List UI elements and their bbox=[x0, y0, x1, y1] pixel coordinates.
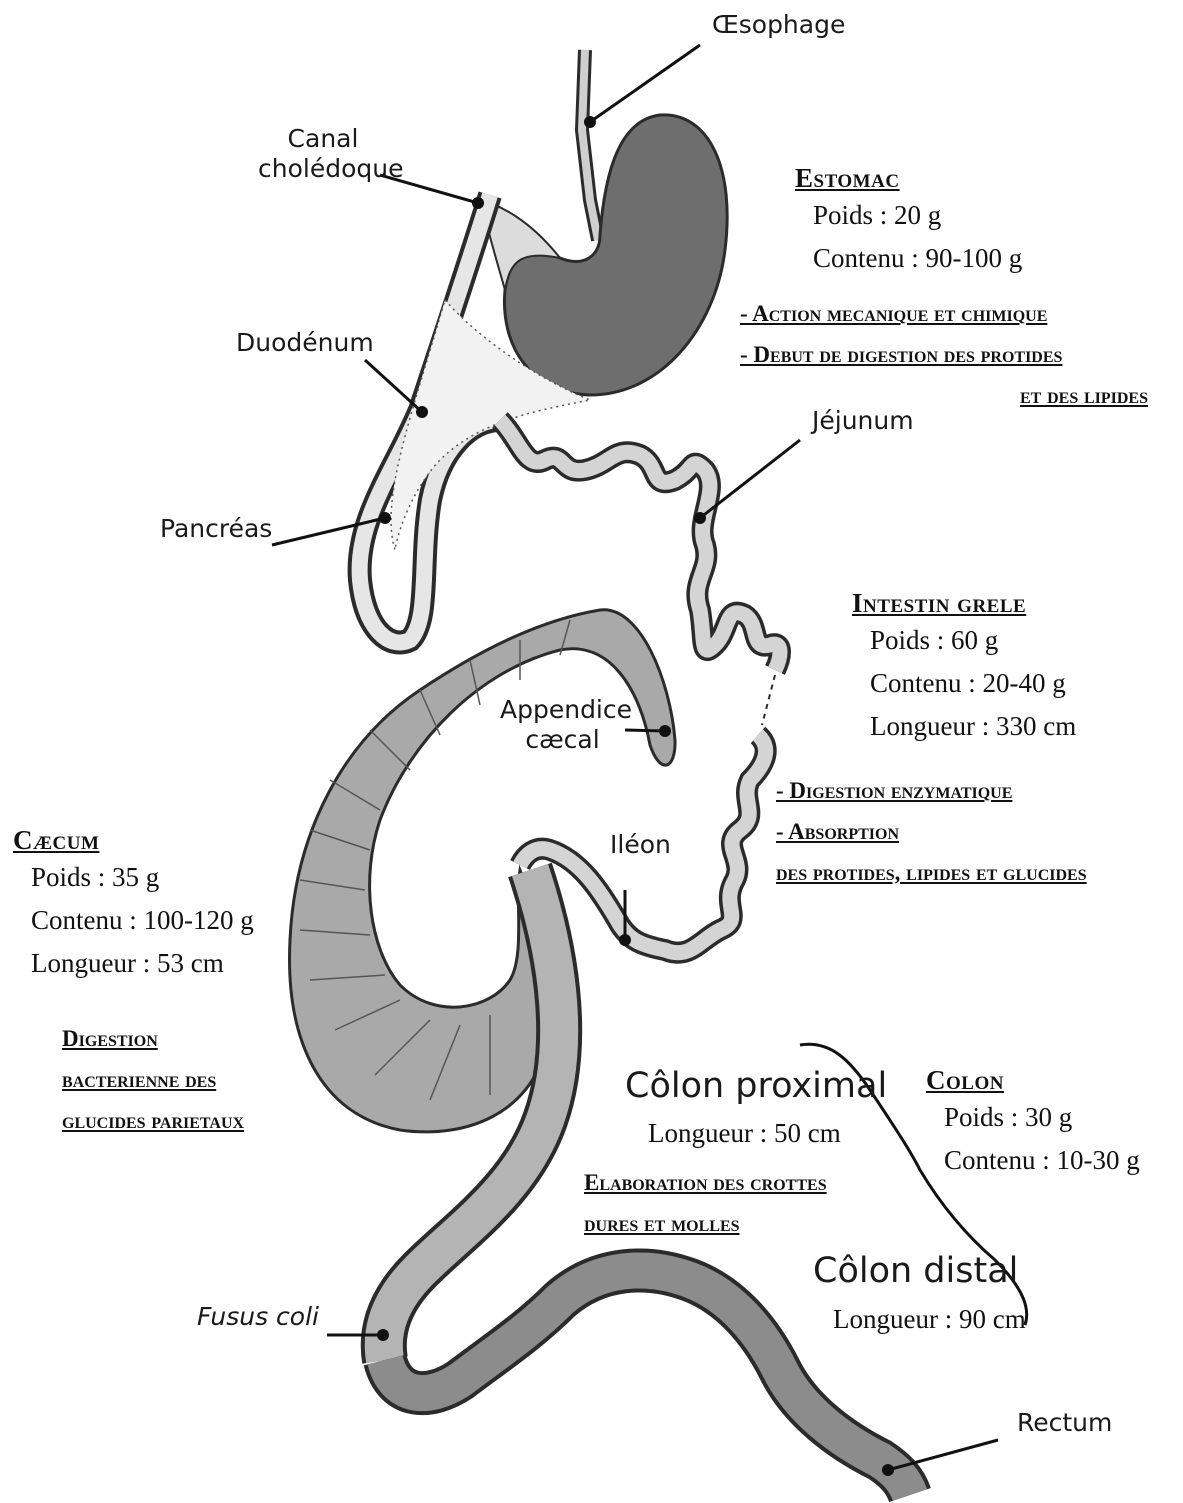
estomac-role2: - Debut de digestion des protides bbox=[740, 334, 1148, 375]
caecum-title: Cæcum bbox=[13, 825, 254, 856]
estomac-role1: - Action mecanique et chimique bbox=[740, 293, 1148, 334]
label-canal-line2: cholédoque bbox=[258, 154, 403, 183]
colon-role1: Elaboration des crottes bbox=[584, 1162, 827, 1203]
label-canal-choledoque: Canal cholédoque bbox=[258, 124, 388, 184]
colon-proximal-longueur-block: Longueur : 50 cm bbox=[630, 1112, 841, 1155]
intestin-role1: - Digestion enzymatique bbox=[776, 770, 1087, 811]
label-appendice-line1: Appendice bbox=[500, 695, 632, 724]
colon-role2: dures et molles bbox=[584, 1203, 827, 1244]
estomac-poids: Poids : 20 g bbox=[795, 194, 1022, 237]
label-oesophage: Œsophage bbox=[712, 10, 845, 40]
intestin-roles: - Digestion enzymatique - Absorption des… bbox=[776, 770, 1087, 893]
colon-poids: Poids : 30 g bbox=[926, 1096, 1140, 1139]
label-colon-proximal: Côlon proximal bbox=[625, 1065, 887, 1107]
intestin-role3: des protides, lipides et glucides bbox=[776, 852, 1087, 893]
estomac-stats: Estomac Poids : 20 g Contenu : 90-100 g bbox=[795, 163, 1022, 280]
intestin-poids: Poids : 60 g bbox=[852, 619, 1076, 662]
label-duodenum: Duodénum bbox=[236, 328, 374, 358]
label-rectum: Rectum bbox=[1017, 1408, 1112, 1438]
colon-distal-longueur: Longueur : 90 cm bbox=[815, 1298, 1026, 1341]
estomac-title: Estomac bbox=[795, 163, 1022, 194]
caecum-stats: Cæcum Poids : 35 g Contenu : 100-120 g L… bbox=[13, 825, 254, 985]
caecum-role3: glucides parietaux bbox=[62, 1100, 244, 1141]
label-canal-line1: Canal bbox=[288, 124, 359, 153]
caecum-contenu: Contenu : 100-120 g bbox=[13, 899, 254, 942]
colon-title: Colon bbox=[926, 1065, 1140, 1096]
colon-proximal-longueur: Longueur : 50 cm bbox=[630, 1112, 841, 1155]
caecum-poids: Poids : 35 g bbox=[13, 856, 254, 899]
intestin-contenu: Contenu : 20-40 g bbox=[852, 662, 1076, 705]
label-fusus-coli: Fusus coli bbox=[197, 1302, 319, 1332]
intestin-longueur: Longueur : 330 cm bbox=[852, 705, 1076, 748]
intestin-title: Intestin grele bbox=[852, 588, 1076, 619]
caecum-longueur: Longueur : 53 cm bbox=[13, 942, 254, 985]
label-pancreas: Pancréas bbox=[160, 514, 272, 544]
intestin-stats: Intestin grele Poids : 60 g Contenu : 20… bbox=[852, 588, 1076, 748]
estomac-contenu: Contenu : 90-100 g bbox=[795, 237, 1022, 280]
colon-contenu: Contenu : 10-30 g bbox=[926, 1139, 1140, 1182]
caecum-roles: Digestion bacterienne des glucides parie… bbox=[62, 1018, 244, 1141]
caecum-role2: bacterienne des bbox=[62, 1059, 244, 1100]
estomac-roles: - Action mecanique et chimique - Debut d… bbox=[740, 293, 1148, 416]
colon-roles: Elaboration des crottes dures et molles bbox=[584, 1162, 827, 1244]
colon-stats: Colon Poids : 30 g Contenu : 10-30 g bbox=[926, 1065, 1140, 1182]
label-ileon: Iléon bbox=[610, 830, 671, 860]
caecum bbox=[290, 610, 676, 1132]
label-colon-distal: Côlon distal bbox=[813, 1250, 1018, 1292]
label-appendice-line2: cæcal bbox=[525, 725, 599, 754]
label-appendice-caecal: Appendice cæcal bbox=[500, 695, 625, 755]
caecum-role1: Digestion bbox=[62, 1018, 244, 1059]
intestin-role2: - Absorption bbox=[776, 811, 1087, 852]
estomac-role3: et des lipides bbox=[740, 375, 1148, 416]
colon-distal-longueur-block: Longueur : 90 cm bbox=[815, 1298, 1026, 1341]
